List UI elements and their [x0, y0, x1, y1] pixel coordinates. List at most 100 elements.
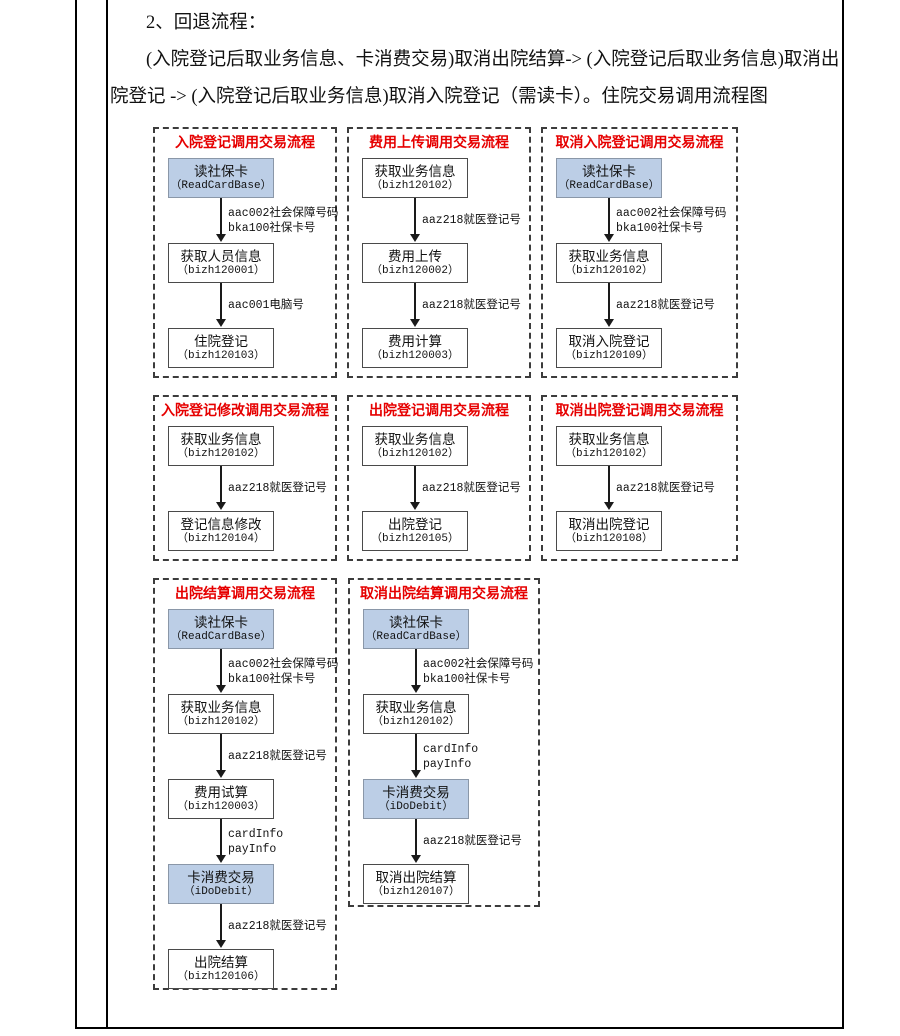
flow-panel: 费用上传调用交易流程获取业务信息（bizh120102）aaz218就医登记号费… [347, 127, 531, 378]
arrow-head-icon [410, 319, 420, 327]
flow-box: 费用上传（bizh120002） [362, 243, 468, 283]
arrow-head-icon [216, 855, 226, 863]
flow-box-code: （iDoDebit） [183, 886, 259, 898]
arrow-line-icon [220, 734, 222, 771]
arrow-head-icon [411, 770, 421, 778]
flow-panel: 取消出院登记调用交易流程获取业务信息（bizh120102） aaz218就医登记… [541, 395, 738, 561]
flow-box: 获取业务信息（bizh120102） [168, 426, 274, 466]
flow-box-code: （bizh120108） [564, 533, 653, 545]
flow-box-code: （bizh120003） [176, 801, 265, 813]
edge-label: aaz218就医登记号 [422, 482, 521, 495]
flow-box: 登记信息修改（bizh120104） [168, 511, 274, 551]
arrow-head-icon [216, 685, 226, 693]
flow-edge: aaz218就医登记号 [543, 466, 736, 511]
flow-box: 获取业务信息（bizh120102） [168, 694, 274, 734]
flow-box: 卡消费交易（iDoDebit） [363, 779, 469, 819]
arrow-head-icon [216, 319, 226, 327]
flow-box-label: 费用上传 [388, 249, 442, 264]
flow-edge: aaz218就医登记号 [349, 466, 529, 511]
arrow-line-icon [220, 649, 222, 686]
flow-box-code: （bizh120102） [176, 716, 265, 728]
arrow-head-icon [410, 502, 420, 510]
panel-title: 出院登记调用交易流程 [369, 404, 509, 419]
flow-box: 获取业务信息（bizh120102） [362, 426, 468, 466]
flow-box: 获取业务信息（bizh120102） [556, 243, 662, 283]
edge-label: aac002社会保障号码 [228, 657, 339, 671]
flow-box-label: 获取业务信息 [375, 700, 457, 715]
paragraph-line-2: 院登记 -> (入院登记后取业务信息)取消入院登记（需读卡）。住院交易调用流程图 [110, 87, 768, 107]
flow-box-code: （iDoDebit） [378, 801, 454, 813]
flow-box-code: （bizh120102） [370, 180, 459, 192]
edge-label: bka100社保卡号 [228, 672, 316, 686]
edge-label: bka100社保卡号 [423, 672, 511, 686]
flow-box: 获取业务信息（bizh120102） [363, 694, 469, 734]
flow-box-code: （ReadCardBase） [558, 180, 660, 192]
panel-title: 取消出院登记调用交易流程 [555, 404, 724, 419]
panel-title: 入院登记调用交易流程 [175, 136, 315, 151]
edge-label-group: aac001电脑号 [228, 283, 304, 328]
flow-box-label: 取消入院登记 [568, 334, 650, 349]
flow-box-code: （bizh120102） [564, 448, 653, 460]
panel-title: 费用上传调用交易流程 [369, 136, 509, 151]
flow-box-code: （bizh120102） [564, 265, 653, 277]
flow-box: 住院登记（bizh120103） [168, 328, 274, 368]
arrow-head-icon [411, 855, 421, 863]
edge-label: aaz218就医登记号 [228, 920, 327, 933]
flow-panel: 取消出院结算调用交易流程读社保卡（ReadCardBase）aac002社会保障… [348, 578, 540, 907]
flow-box: 获取人员信息（bizh120001） [168, 243, 274, 283]
edge-label: payInfo [228, 842, 277, 856]
section-heading: 2、回退流程： [146, 13, 267, 33]
flow-box-label: 登记信息修改 [180, 517, 262, 532]
paragraph-line-1: (入院登记后取业务信息、卡消费交易)取消出院结算-> (入院登记后取业务信息)取… [146, 50, 840, 70]
flow-box: 获取业务信息（bizh120102） [362, 158, 468, 198]
arrow-line-icon [414, 198, 416, 235]
panel-title: 出院结算调用交易流程 [175, 587, 315, 602]
flow-box: 出院登记（bizh120105） [362, 511, 468, 551]
table-border-left-inner [106, 0, 108, 1029]
arrow-line-icon [220, 904, 222, 941]
edge-label-group: aaz218就医登记号 [228, 734, 327, 779]
flow-box: 出院结算（bizh120106） [168, 949, 274, 989]
flow-box-code: （bizh120102） [370, 448, 459, 460]
flow-panel: 出院登记调用交易流程获取业务信息（bizh120102） aaz218就医登记号出… [347, 395, 531, 561]
flow-box-label: 获取业务信息 [568, 249, 650, 264]
arrow-head-icon [216, 502, 226, 510]
arrow-line-icon [608, 466, 610, 503]
flow-box-code: （ReadCardBase） [170, 631, 272, 643]
flow-edge: aaz218就医登记号 [350, 819, 538, 864]
arrow-line-icon [415, 649, 417, 686]
edge-label: aaz218就医登记号 [422, 214, 521, 227]
edge-label-group: aaz218就医登记号 [422, 466, 521, 511]
flow-box: 取消出院登记（bizh120108） [556, 511, 662, 551]
flow-box-label: 卡消费交易 [187, 870, 255, 885]
flow-edge: aaz218就医登记号 [155, 904, 335, 949]
edge-label-group: aaz218就医登记号 [228, 466, 327, 511]
arrow-head-icon [216, 770, 226, 778]
arrow-head-icon [411, 685, 421, 693]
flow-panel: 取消入院登记调用交易流程读社保卡（ReadCardBase）aac002社会保障… [541, 127, 738, 378]
edge-label: aac001电脑号 [228, 299, 304, 312]
edge-label-group: aaz218就医登记号 [616, 283, 715, 328]
flow-box-code: （bizh120105） [370, 533, 459, 545]
flow-box: 卡消费交易（iDoDebit） [168, 864, 274, 904]
flow-box: 读社保卡（ReadCardBase） [168, 609, 274, 649]
flow-box: 获取业务信息（bizh120102） [556, 426, 662, 466]
flow-box-label: 取消出院结算 [375, 870, 457, 885]
edge-label: aac002社会保障号码 [616, 206, 727, 220]
edge-label: aaz218就医登记号 [422, 299, 521, 312]
arrow-line-icon [415, 734, 417, 771]
flow-edge: aac001电脑号 [155, 283, 335, 328]
arrow-head-icon [410, 234, 420, 242]
flow-box-label: 获取业务信息 [568, 432, 650, 447]
edge-label: bka100社保卡号 [228, 221, 316, 235]
edge-label: aaz218就医登记号 [616, 482, 715, 495]
